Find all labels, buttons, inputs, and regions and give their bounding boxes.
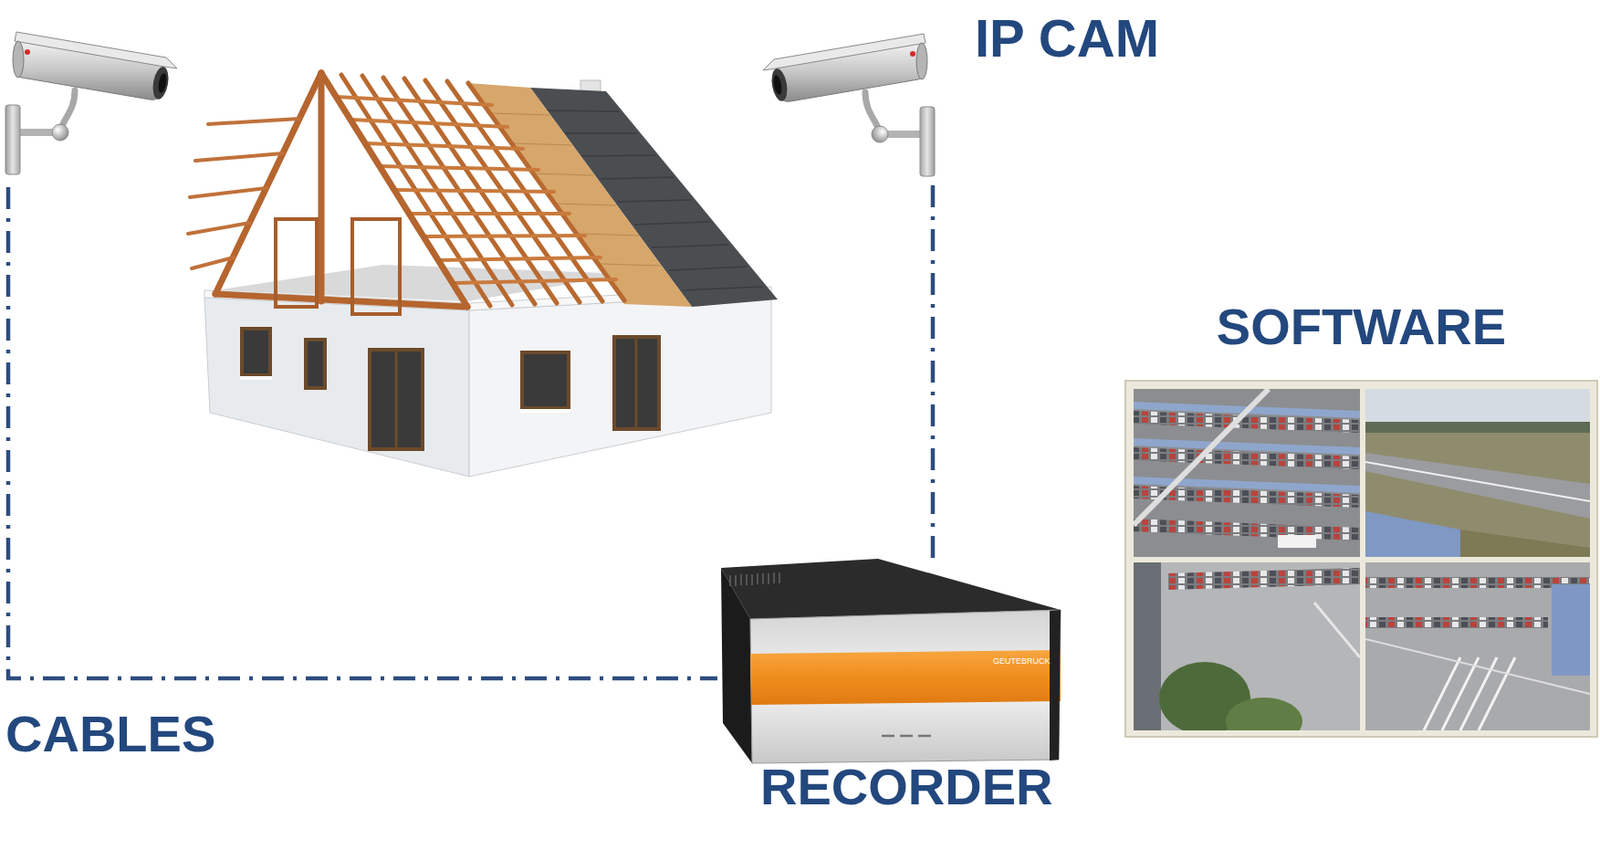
camera-right [763,33,935,177]
cable-label: CABLES [5,708,216,760]
brand-text: GEUTEBRUCK [993,657,1051,666]
cable-line [930,185,936,560]
camera-left [5,31,178,175]
camera-node: IP CAM [752,11,1169,186]
recorder-illustration [721,558,1061,764]
monitor-illustration [1125,380,1598,745]
component-label: RECORDER [760,761,1053,813]
software-node: SOFTWARE [1125,301,1598,737]
component-label: SOFTWARE [1216,301,1506,353]
component-label: IP CAM [974,11,1160,65]
recorder-node: GEUTEBRUCK RECORDER [719,559,1062,817]
house-illustration [188,73,778,477]
